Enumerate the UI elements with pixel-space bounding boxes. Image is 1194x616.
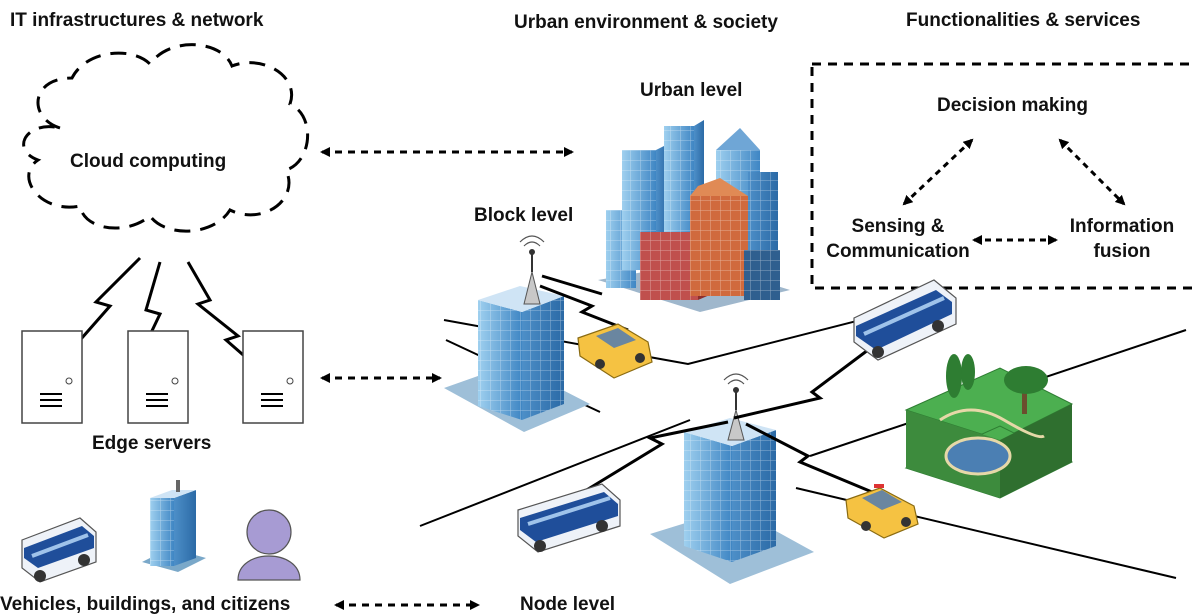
building-icon [444,286,590,432]
bus-icon [21,517,97,583]
information-fusion-label: Information fusion [1062,216,1182,263]
header-urban-environment: Urban environment & society [514,12,778,33]
double-arrow-icon [320,147,574,610]
person-icon [237,509,301,581]
decision-making-label: Decision making [937,95,1088,116]
sensing-communication-label: Sensing & Communication [818,216,978,263]
server-icon [21,330,83,424]
city-icon [598,120,790,312]
fusion-line-2: fusion [1093,241,1151,262]
building-icon [142,480,206,572]
bus-icon [517,483,621,553]
sensing-line-1: Sensing & [851,216,945,237]
server-icon [127,330,189,424]
taxi-icon [845,484,919,539]
functionalities-box [810,62,1194,290]
sensing-line-2: Communication [826,241,970,262]
double-arrow-icon [902,138,1126,245]
lightning-link-icon [579,342,877,496]
cloud-computing-label: Cloud computing [70,151,227,172]
endpoints-label: Vehicles, buildings, and citizens [0,594,291,615]
building-icon [650,418,814,584]
taxi-icon [577,323,653,379]
server-icon [242,330,304,424]
node-level-label: Node level [520,594,616,615]
edge-servers-label: Edge servers [92,433,212,454]
bus-icon [853,279,957,361]
header-it-infrastructure: IT infrastructures & network [10,10,264,31]
fusion-line-1: Information [1069,216,1175,237]
park-icon [904,354,1074,499]
block-level-label: Block level [474,205,574,226]
antenna-icon [723,373,749,441]
lightning-link-icon [539,274,629,332]
cloud-icon [22,43,310,233]
urban-level-label: Urban level [640,80,743,101]
header-functionalities: Functionalities & services [906,10,1141,31]
antenna-icon [519,235,545,305]
